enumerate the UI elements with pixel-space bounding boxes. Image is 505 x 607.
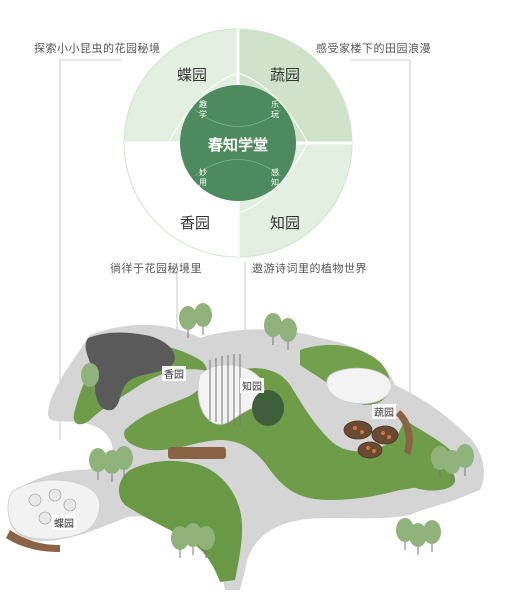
quadrant-label-top-left: 蝶园 bbox=[177, 66, 208, 84]
center-sub-top-left: 趣学 bbox=[199, 100, 207, 119]
caption-top-right: 感受家楼下的田园浪漫 bbox=[316, 42, 431, 55]
center-circle bbox=[180, 85, 296, 201]
caption-bottom-left: 徜徉于花园秘境里 bbox=[110, 262, 202, 275]
map-label-zhi: 知园 bbox=[240, 378, 264, 393]
center-title: 春知学堂 bbox=[208, 136, 269, 154]
center-sub-bottom-left: 妙用 bbox=[199, 168, 207, 187]
site-plan bbox=[6, 303, 484, 590]
quadrant-label-bottom-left: 香园 bbox=[180, 214, 211, 232]
shrub bbox=[252, 390, 284, 426]
caption-bottom-right: 遨游诗词里的植物世界 bbox=[252, 262, 367, 275]
plaza-die bbox=[7, 479, 101, 540]
trees bbox=[81, 303, 474, 550]
quadrant-label-top-right: 蔬园 bbox=[270, 66, 301, 84]
map-label-shu: 蔬园 bbox=[372, 404, 396, 419]
quadrant-label-bottom-right: 知园 bbox=[270, 214, 301, 232]
vegetable-beds bbox=[343, 420, 399, 459]
wooden-arc bbox=[396, 410, 413, 455]
map-label-die: 蝶园 bbox=[52, 515, 76, 530]
center-sub-top-right: 乐玩 bbox=[271, 100, 279, 119]
wooden-bench bbox=[6, 530, 60, 552]
gravel-bed bbox=[85, 332, 175, 411]
map-label-xiang: 香园 bbox=[162, 366, 186, 381]
leader-lines bbox=[59, 59, 411, 440]
center-sub-bottom-right: 感知 bbox=[271, 168, 279, 187]
plaza-shu bbox=[326, 367, 392, 404]
caption-top-left: 探索小小昆虫的花园秘境 bbox=[34, 42, 161, 55]
lawn-lower bbox=[118, 460, 243, 582]
wooden-bridge bbox=[168, 447, 226, 459]
